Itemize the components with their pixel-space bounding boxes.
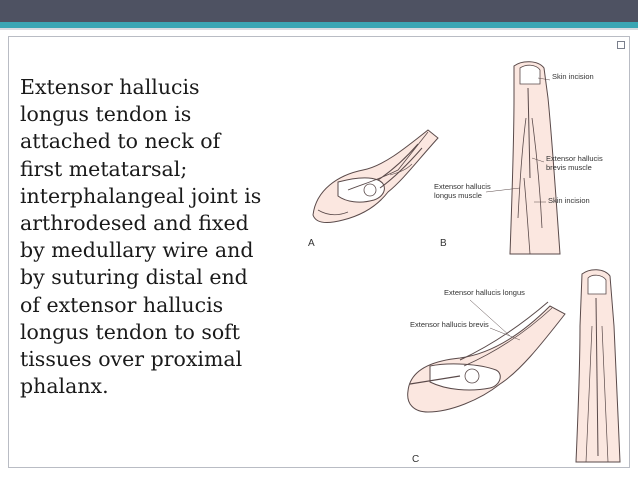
panel-a-letter: A	[308, 238, 315, 249]
label-ehb-muscle-line2: brevis muscle	[546, 163, 592, 172]
figure-panel-a: A	[308, 120, 443, 250]
corner-square-icon	[617, 41, 625, 49]
panel-b-letter: B	[440, 238, 447, 249]
slide-frame	[8, 36, 630, 468]
panel-c-letter: C	[412, 454, 420, 465]
label-skin-incision-bottom: Skin incision	[548, 196, 590, 205]
slide-body-text: Extensor hallucis longus tendon is attac…	[20, 75, 262, 399]
label-ehl-muscle-line1: Extensor hallucis	[434, 182, 491, 191]
accent-stripe	[0, 22, 638, 28]
toe-lateral-illustration	[312, 129, 439, 224]
label-ehb: Extensor hallucis brevis	[410, 320, 489, 329]
header-divider	[0, 28, 638, 30]
label-ehl-muscle-line2: longus muscle	[434, 191, 482, 200]
figure-panel-c: Extensor hallucis longus Extensor halluc…	[400, 266, 625, 466]
label-ehb-muscle-line1: Extensor hallucis	[546, 154, 603, 163]
header-bar	[0, 0, 638, 22]
label-ehl: Extensor hallucis longus	[444, 288, 525, 297]
figure-panel-b: Skin incision Extensor hallucis brevis m…	[432, 58, 607, 258]
label-skin-incision-top: Skin incision	[552, 72, 594, 81]
toe-tendon-illustration	[407, 269, 621, 463]
toe-dorsal-illustration	[485, 61, 561, 255]
